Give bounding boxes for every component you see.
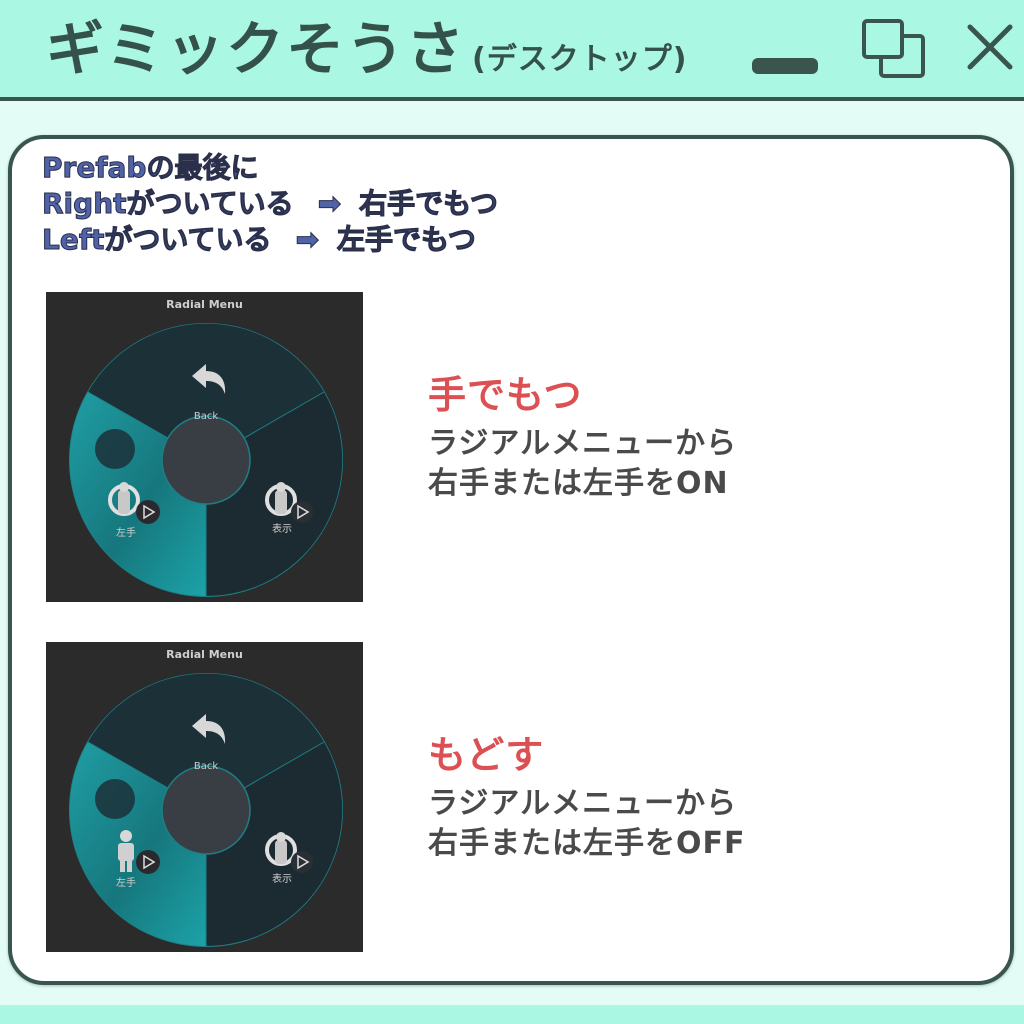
avatar-rotate-icon bbox=[265, 482, 297, 516]
note-line-1: Prefabの最後に bbox=[41, 151, 259, 185]
arrow-right-icon: ➡ bbox=[295, 223, 320, 257]
minimize-button[interactable] bbox=[752, 58, 818, 74]
radial-center[interactable] bbox=[161, 415, 251, 505]
bottom-strip bbox=[0, 1005, 1024, 1024]
section-heading: もどす bbox=[428, 733, 545, 777]
radial-menu-title: Radial Menu bbox=[166, 648, 243, 661]
avatar-rotate-icon bbox=[108, 482, 140, 516]
section-body: ラジアルメニューから 右手または左手をOFF bbox=[428, 786, 746, 861]
left-hand-label: 左手 bbox=[116, 526, 136, 539]
note-line-3: Leftがついている➡左手でもつ bbox=[42, 223, 477, 257]
description-return: もどす ラジアルメニューから 右手または左手をOFF bbox=[428, 732, 746, 864]
joystick-indicator bbox=[95, 429, 135, 469]
radial-center[interactable] bbox=[161, 765, 251, 855]
radial-menu: Back 左手 表示 bbox=[69, 673, 343, 947]
submenu-indicator bbox=[136, 500, 160, 524]
description-hold: 手でもつ ラジアルメニューから 右手または左手をON bbox=[428, 372, 737, 504]
section-body: ラジアルメニューから 右手または左手をON bbox=[428, 426, 738, 501]
prefab-note: Prefabの最後に Rightがついている➡右手でもつ Leftがついている➡… bbox=[41, 150, 499, 258]
arrow-right-icon: ➡ bbox=[317, 187, 342, 221]
show-label: 表示 bbox=[272, 522, 292, 535]
close-icon bbox=[967, 24, 1013, 70]
submenu-indicator bbox=[291, 501, 313, 523]
show-label: 表示 bbox=[272, 872, 292, 885]
back-label: Back bbox=[194, 761, 218, 772]
radial-menu: Back 左手 表示 bbox=[69, 323, 343, 597]
submenu-indicator bbox=[136, 850, 160, 874]
title-subtitle: (デスクトップ) bbox=[472, 42, 688, 77]
note-line-2: Rightがついている➡右手でもつ bbox=[42, 187, 499, 221]
back-arrow-icon bbox=[192, 714, 226, 744]
section-heading: 手でもつ bbox=[428, 373, 583, 417]
joystick-indicator bbox=[95, 779, 135, 819]
close-button[interactable] bbox=[965, 22, 1015, 72]
play-icon bbox=[297, 854, 310, 870]
radial-menu-screenshot-hold: Radial Menu Back 左手 bbox=[46, 292, 363, 602]
title-text: ギミックそうさ bbox=[46, 15, 467, 83]
radial-menu-screenshot-return: Radial Menu Back 左手 bbox=[46, 642, 363, 952]
play-icon bbox=[297, 504, 310, 520]
restore-button[interactable] bbox=[860, 18, 930, 80]
radial-menu-title: Radial Menu bbox=[166, 298, 243, 311]
back-arrow-icon bbox=[192, 364, 226, 394]
avatar-rotate-icon bbox=[265, 832, 297, 866]
submenu-indicator bbox=[291, 851, 313, 873]
person-icon bbox=[118, 830, 134, 872]
restore-icon bbox=[862, 19, 925, 78]
back-label: Back bbox=[194, 411, 218, 422]
play-icon bbox=[143, 504, 156, 520]
left-hand-label: 左手 bbox=[116, 876, 136, 889]
window-title: ギミックそうさ(デスクトップ) bbox=[46, 14, 687, 95]
play-icon bbox=[143, 854, 156, 870]
title-bar: ギミックそうさ(デスクトップ) bbox=[0, 0, 1024, 101]
